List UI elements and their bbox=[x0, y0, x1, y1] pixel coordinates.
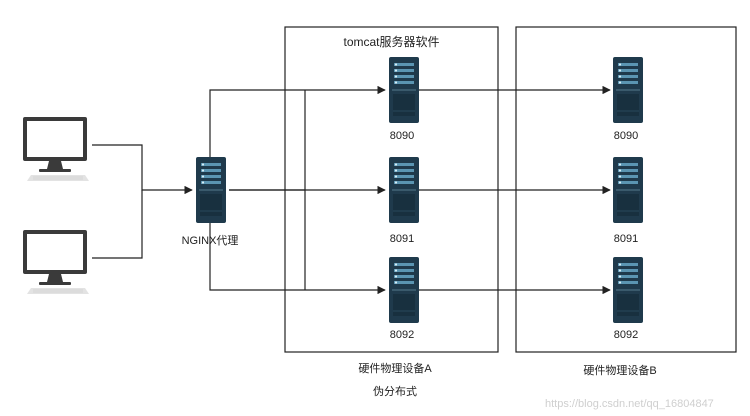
server-a-icon-2 bbox=[389, 157, 419, 223]
server-a-icon-3 bbox=[389, 257, 419, 323]
server-a-icon-1 bbox=[389, 57, 419, 123]
replication-connectors bbox=[419, 85, 611, 295]
server-b-icon-1 bbox=[613, 57, 643, 123]
client-connectors bbox=[92, 144, 193, 259]
box-a-caption: 硬件物理设备A bbox=[358, 363, 432, 375]
client-monitor-icon-1 bbox=[23, 117, 89, 181]
proxy-connectors bbox=[209, 85, 386, 295]
icon-layer bbox=[23, 57, 643, 323]
box-a-title: tomcat服务器软件 bbox=[343, 35, 440, 49]
client-connector-1 bbox=[92, 144, 193, 195]
server-b-port-1: 8090 bbox=[613, 130, 639, 142]
proxy-connector-bottom bbox=[209, 222, 386, 295]
server-a-port-1: 8090 bbox=[389, 130, 415, 142]
proxy-connector-top bbox=[209, 85, 386, 157]
server-a-port-3: 8092 bbox=[389, 329, 415, 341]
server-b-icon-2 bbox=[613, 157, 643, 223]
watermark: https://blog.csdn.net/qq_16804847 bbox=[545, 398, 714, 410]
server-a-port-2: 8091 bbox=[389, 233, 415, 245]
box-a-sub-caption: 伪分布式 bbox=[373, 386, 417, 398]
server-b-port-2: 8091 bbox=[613, 233, 639, 245]
proxy-server-icon bbox=[196, 157, 226, 223]
server-b-port-3: 8092 bbox=[613, 329, 639, 341]
client-connector-2 bbox=[92, 190, 143, 259]
client-monitor-icon-2 bbox=[23, 230, 89, 294]
box-b-caption: 硬件物理设备B bbox=[583, 365, 657, 377]
proxy-label: NGINX代理 bbox=[181, 235, 239, 247]
server-b-icon-3 bbox=[613, 257, 643, 323]
